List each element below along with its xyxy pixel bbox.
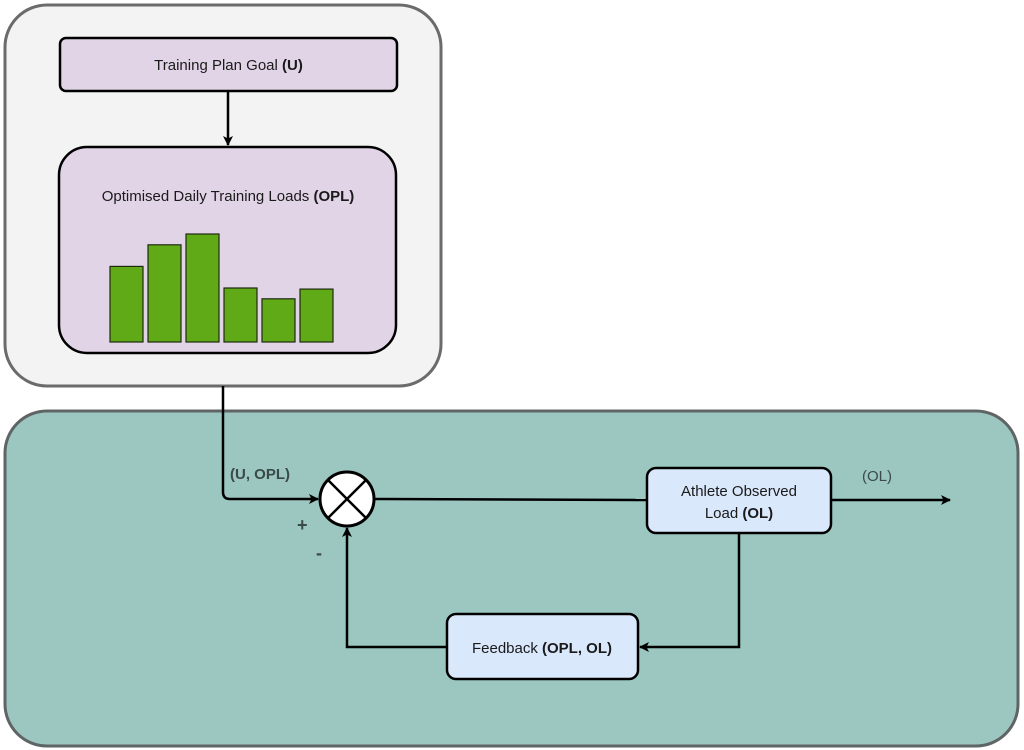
controller-panel bbox=[3, 409, 1020, 748]
training-plan-goal-box: Training Plan Goal (U) bbox=[58, 36, 399, 93]
plus-sign: + bbox=[297, 515, 308, 535]
feedback-label: Feedback (OPL, OL) bbox=[472, 640, 612, 657]
feedback-box: Feedback (OPL, OL) bbox=[445, 612, 640, 681]
load-bar-4 bbox=[223, 287, 258, 343]
input-label: (U, OPL) bbox=[230, 466, 290, 483]
athlete-label-line1: Athlete Observed bbox=[681, 483, 797, 500]
plan-to-junction-connector bbox=[221, 386, 319, 504]
junction-to-athlete-line bbox=[373, 497, 649, 502]
optimised-loads-box: Optimised Daily Training Loads (OPL) bbox=[57, 145, 398, 355]
output-label: (OL) bbox=[862, 468, 892, 485]
load-bar-5 bbox=[261, 298, 296, 343]
athlete-label-line2: Load (OL) bbox=[705, 505, 773, 522]
summing-junction bbox=[318, 470, 376, 528]
load-bar-2 bbox=[147, 244, 182, 343]
goal-label: Training Plan Goal (U) bbox=[154, 57, 303, 74]
athlete-observed-load-box: Athlete Observed Load (OL) bbox=[645, 466, 833, 535]
loads-label: Optimised Daily Training Loads (OPL) bbox=[102, 188, 355, 205]
feedback-to-junction-connector bbox=[342, 527, 447, 649]
load-bar-6 bbox=[299, 288, 334, 343]
load-bar-3 bbox=[185, 233, 220, 343]
athlete-to-feedback-connector bbox=[639, 533, 741, 652]
load-bar-1 bbox=[109, 265, 144, 343]
minus-sign: - bbox=[316, 543, 322, 563]
loads-bar-chart bbox=[109, 233, 334, 343]
